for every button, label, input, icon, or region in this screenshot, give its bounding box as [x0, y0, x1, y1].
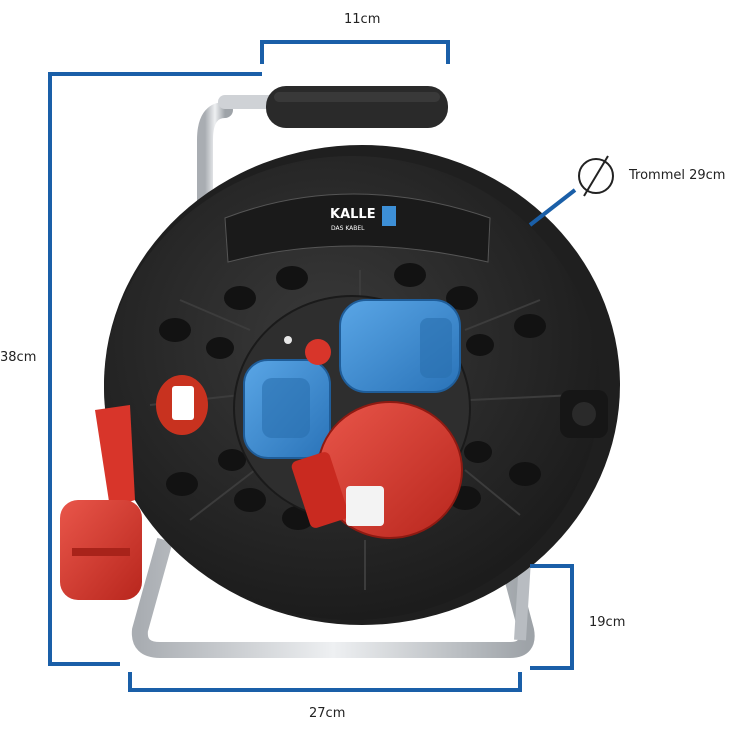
metal-frame [131, 95, 535, 658]
dimension-lines [48, 40, 577, 692]
diameter-icon [578, 155, 614, 197]
brand-name: KALLE [330, 207, 376, 222]
red-socket [291, 401, 463, 539]
blue-socket-top [339, 299, 461, 393]
stand-height-label: 19cm [589, 615, 626, 630]
red-plug [60, 405, 142, 600]
drum-diameter-label: Trommel 29cm [629, 168, 726, 183]
total-height-label: 38cm [0, 350, 37, 365]
handle-width-label: 11cm [344, 12, 381, 27]
total-width-label: 27cm [309, 706, 346, 721]
blue-socket-left [243, 359, 331, 459]
red-indicator [305, 339, 331, 365]
brand-tagline: DAS KABEL [331, 225, 365, 232]
brand-logo: KALLE DAS KABEL [330, 206, 396, 232]
